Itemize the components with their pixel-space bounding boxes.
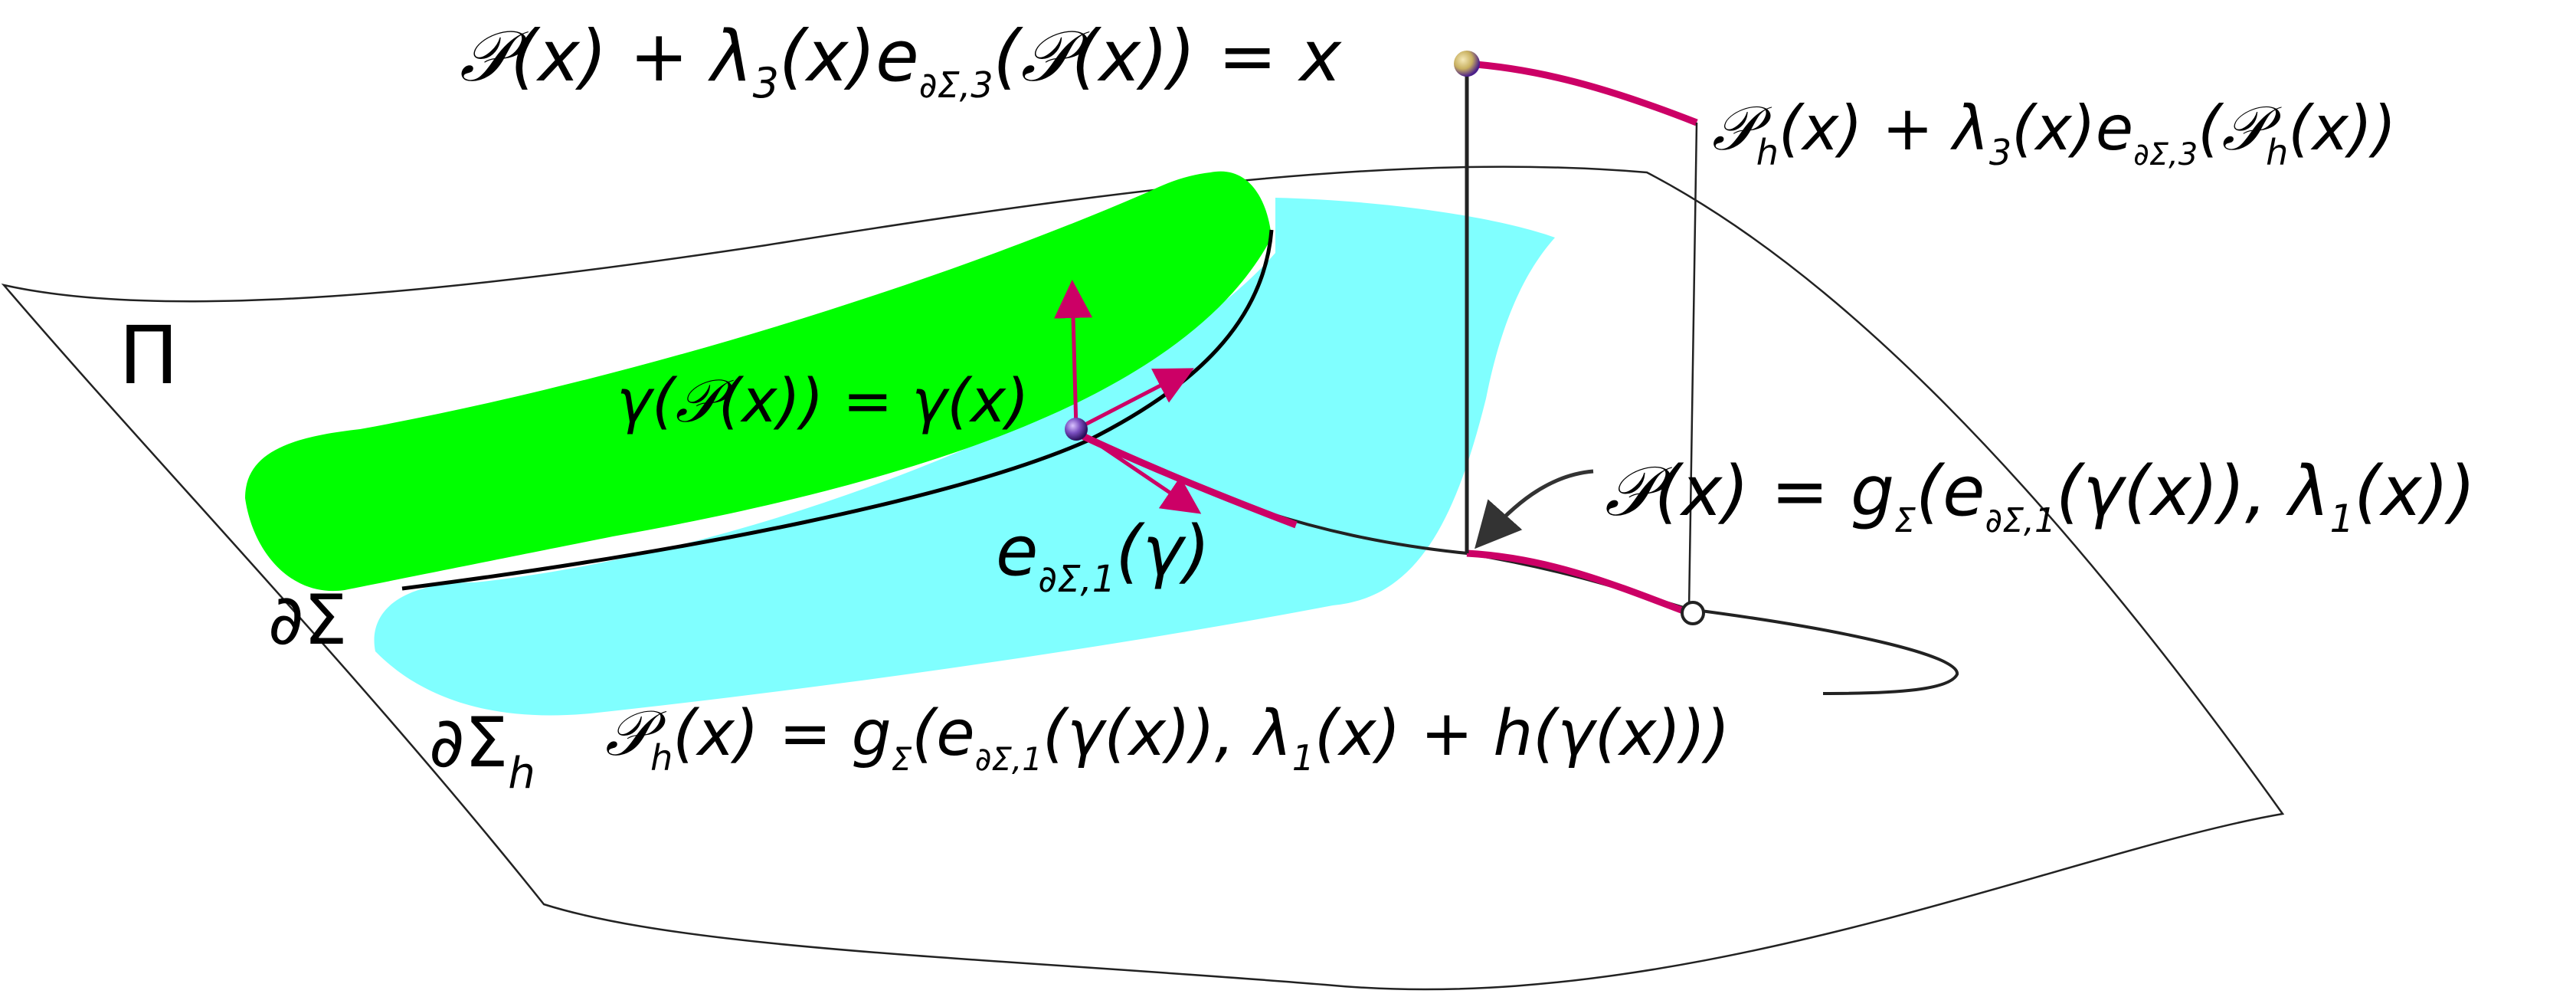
pointer-arrow	[1475, 469, 1594, 549]
top-equation: 𝒫(x) + λ3(x)e∂Σ,3(𝒫(x)) = x	[460, 15, 1342, 107]
gamma-equation: γ(𝒫(x)) = γ(x)	[617, 367, 1029, 436]
plane-label: Π	[119, 309, 178, 402]
boundary-label: ∂Σ	[268, 580, 347, 661]
magenta-bottom-curve	[1466, 549, 1687, 615]
ph-definition-equation: 𝒫h(x) = gΣ(e∂Σ,1(γ(x)), λ1(x) + h(γ(x)))	[605, 697, 1730, 779]
magenta-top-curve	[1466, 60, 1698, 126]
e-boundary-arrow	[1075, 427, 1202, 514]
boundary-h-label: ∂Σh	[429, 703, 535, 799]
normal-arrow	[1054, 280, 1093, 430]
point-x	[1454, 51, 1480, 77]
vertical-line-ph	[1687, 122, 1698, 610]
point-gamma	[1065, 418, 1088, 441]
ph-top-equation: 𝒫h(x) + λ3(x)e∂Σ,3(𝒫h(x))	[1712, 93, 2396, 173]
point-ph	[1681, 601, 1705, 625]
green-surface	[245, 171, 1272, 592]
tangent-arrow	[1075, 368, 1194, 431]
cyan-surface	[374, 198, 1555, 716]
boundary-curve	[401, 229, 1274, 591]
e-gamma-label: e∂Σ,1(γ)	[996, 511, 1210, 601]
plane-outline	[1, 166, 2285, 991]
p-equation: 𝒫(x) = gΣ(e∂Σ,1(γ(x)), λ1(x))	[1605, 451, 2476, 541]
